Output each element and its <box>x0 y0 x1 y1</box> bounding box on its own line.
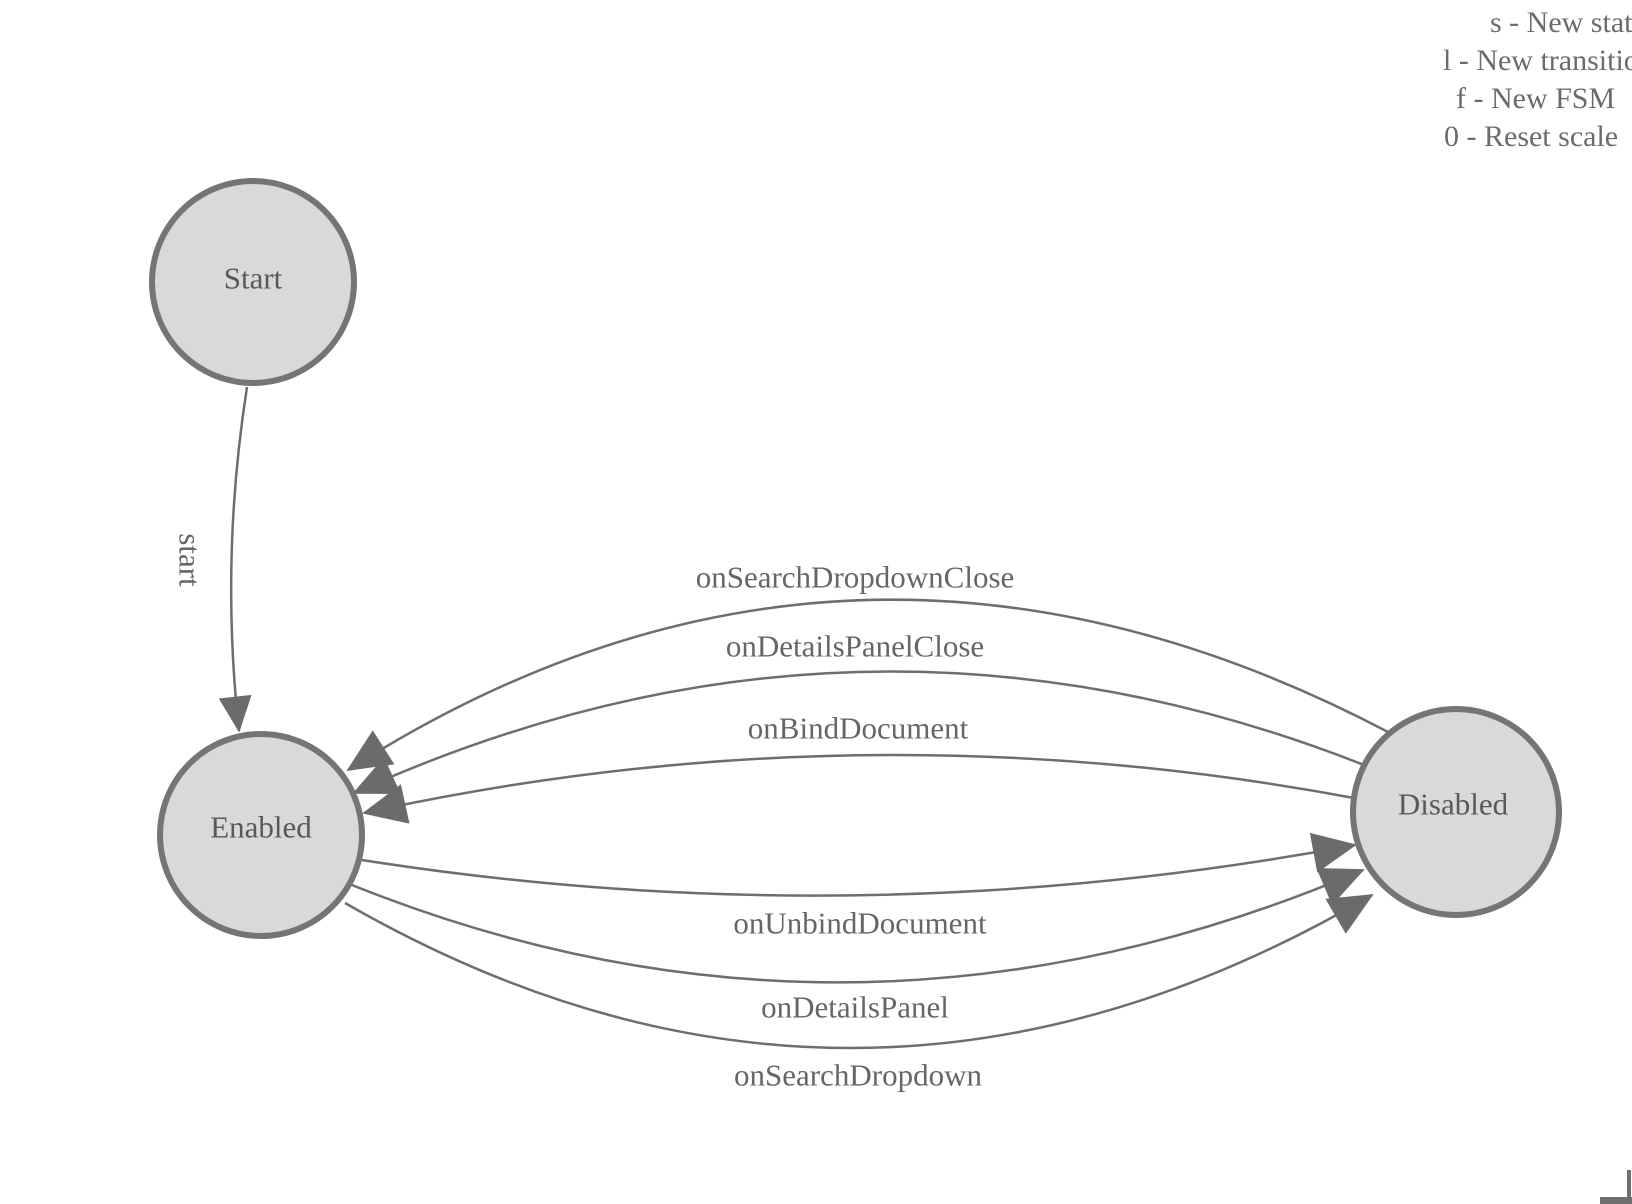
state-node-enabled[interactable] <box>157 731 365 939</box>
transition-onsearchdropdownclose-edge[interactable] <box>346 598 1391 772</box>
edge-label-start: start <box>173 533 208 587</box>
edge-label-ondetailspanel: onDetailsPanel <box>761 990 949 1025</box>
hint-reset-scale: 0 - Reset scale <box>1444 120 1619 153</box>
state-label-start: Start <box>224 261 283 296</box>
hint-new-fsm: f - New FSM <box>1456 82 1616 115</box>
transition-ondetailspanelclose-edge[interactable] <box>352 670 1365 795</box>
hint-new-transition: l - New transition <box>1443 44 1632 77</box>
edge-label-onunbinddocument: onUnbindDocument <box>733 906 987 941</box>
transition-onunbinddocument-edge[interactable] <box>361 832 1357 897</box>
state-label-enabled: Enabled <box>210 810 312 845</box>
state-node-start[interactable] <box>149 178 357 386</box>
state-label-disabled: Disabled <box>1398 787 1509 822</box>
transition-start-edge[interactable] <box>218 386 252 733</box>
edges-layer <box>218 386 1391 1050</box>
edge-label-onsearchdropdownclose: onSearchDropdownClose <box>696 560 1015 595</box>
edge-label-onbinddocument: onBindDocument <box>748 711 969 746</box>
transition-onbinddocument-edge[interactable] <box>362 753 1355 824</box>
state-node-disabled[interactable] <box>1350 706 1562 918</box>
edge-label-onsearchdropdown: onSearchDropdown <box>734 1058 982 1093</box>
canvas-corner-mark <box>1600 1170 1632 1204</box>
states-layer <box>149 178 1562 939</box>
transition-ondetailspanel-edge[interactable] <box>351 868 1365 984</box>
transition-onsearchdropdown-edge[interactable] <box>344 893 1374 1050</box>
edge-label-ondetailspanelclose: onDetailsPanelClose <box>726 629 984 664</box>
hint-new-state: s - New state <box>1490 6 1632 39</box>
